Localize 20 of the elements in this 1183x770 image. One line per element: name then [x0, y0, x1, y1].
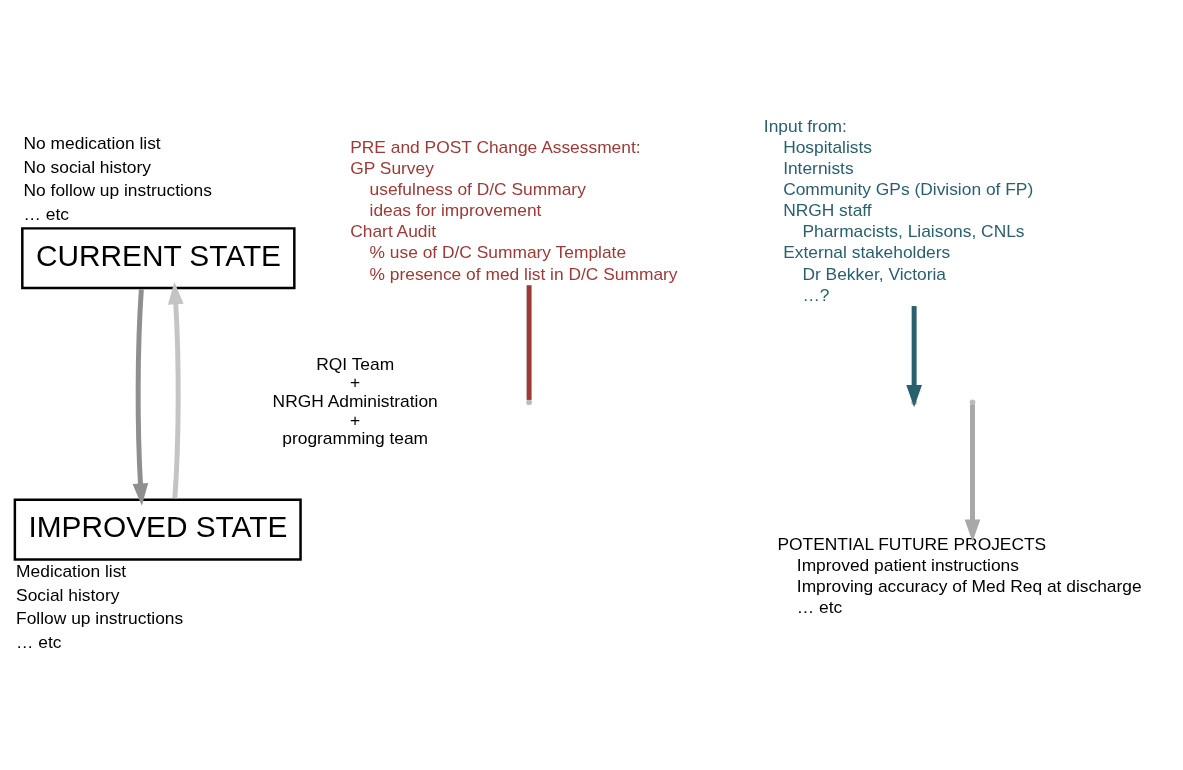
arrow	[167, 281, 184, 498]
label: NRGH Administration	[272, 390, 438, 411]
node-text: PRE and POST Change Assessment: GP Survey usefulness of D/C Summary ideas for improvement Chart Audit % use of D/C Summary Template % presence of med list in D/C Summary	[350, 136, 678, 284]
node-label: No medication list	[23, 132, 161, 153]
node-label: Follow up instructions	[16, 607, 184, 628]
node-label: No social history	[23, 156, 152, 177]
arrow	[964, 404, 981, 542]
label: +	[350, 409, 361, 429]
node-label: No follow up instructions	[23, 179, 212, 200]
node-label: … etc	[23, 203, 69, 224]
node-text: POTENTIAL FUTURE PROJECTS Improved patient instructions Improving accuracy of Med Req at discharge … etc	[777, 533, 1142, 617]
label: RQI Team	[316, 353, 395, 374]
connector	[526, 284, 532, 400]
node-label: … etc	[16, 631, 62, 652]
node-label: Social history	[16, 584, 120, 605]
label: programming team	[282, 427, 429, 448]
label: +	[350, 371, 361, 392]
node-text: Input from: Hospitalists Internists Community GPs (Division of FP) NRGH staff Pharmacists, Liaisons, CNLs External stakeholders Dr Bekker, Victoria …?	[763, 115, 1034, 305]
node-label: Medication list	[16, 560, 127, 581]
arrow	[132, 288, 149, 506]
